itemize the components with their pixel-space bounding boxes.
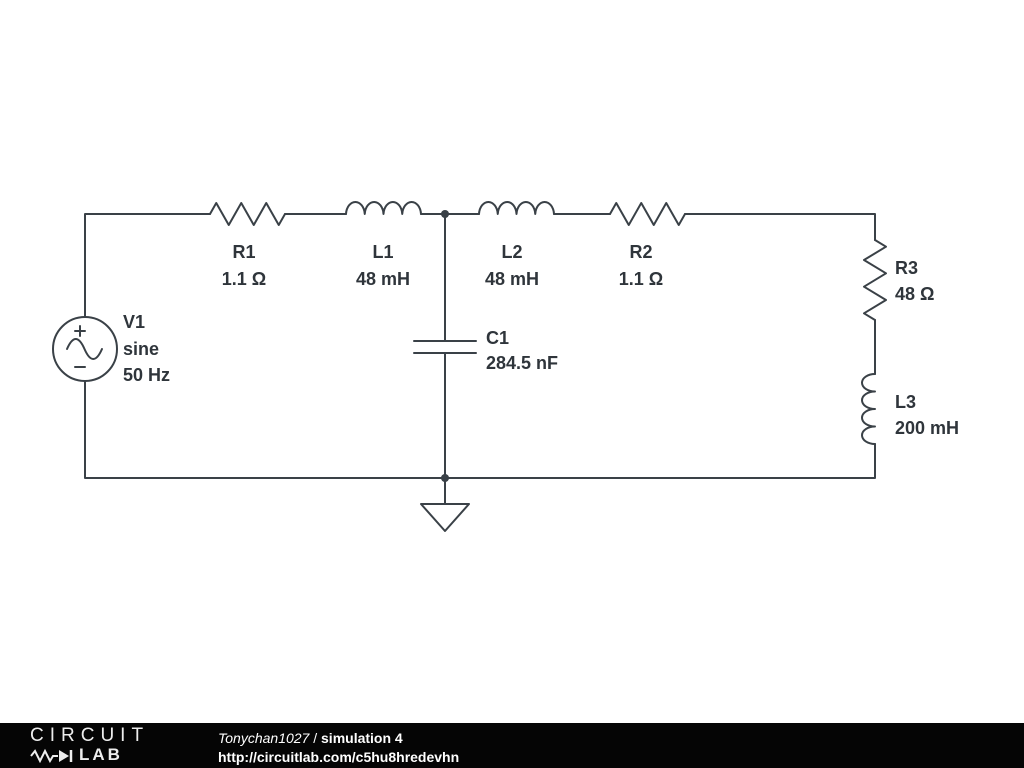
component-r1[interactable] — [209, 202, 286, 226]
label-r3-value: 48 Ω — [895, 284, 934, 304]
component-v1[interactable] — [52, 316, 118, 382]
label-l1-value: 48 mH — [356, 269, 410, 289]
label-c1-value: 284.5 nF — [486, 353, 558, 373]
label-l3-value: 200 mH — [895, 418, 959, 438]
logo-lab-text: LAB — [79, 745, 123, 764]
logo-waveform-icon — [30, 748, 73, 763]
junction-dot-bottom — [441, 474, 449, 482]
label-v1-value: 50 Hz — [123, 365, 170, 385]
junction-dot-top — [441, 210, 449, 218]
footer-bar: CIRCUIT LAB Tonychan1027 / simulation 4 … — [0, 723, 1024, 768]
label-r1-value: 1.1 Ω — [222, 269, 266, 289]
label-r1-ref: R1 — [232, 242, 255, 262]
plus-sign-icon — [74, 325, 86, 337]
author-name[interactable]: Tonychan1027 — [218, 730, 310, 746]
label-l1-ref: L1 — [372, 242, 393, 262]
ground-symbol — [420, 503, 470, 532]
wires — [84, 213, 876, 505]
circuit-schematic: R1 1.1 Ω L1 48 mH L2 48 mH R2 1.1 Ω V1 s… — [52, 201, 959, 532]
sine-wave-icon — [66, 338, 103, 360]
label-c1-ref: C1 — [486, 328, 509, 348]
component-l1[interactable] — [345, 201, 422, 215]
component-r2[interactable] — [609, 202, 686, 226]
simulation-title: simulation 4 — [321, 730, 403, 746]
component-l2[interactable] — [478, 201, 555, 215]
label-l3-ref: L3 — [895, 392, 916, 412]
share-url[interactable]: http://circuitlab.com/c5hu8hredevhn — [218, 749, 460, 765]
byline-separator: / — [309, 730, 322, 746]
label-l2-value: 48 mH — [485, 269, 539, 289]
component-l3[interactable] — [861, 373, 876, 445]
simulation-byline: Tonychan1027 / simulation 4 — [218, 729, 459, 748]
label-r2-value: 1.1 Ω — [619, 269, 663, 289]
logo-circuit-text: CIRCUIT — [30, 725, 150, 746]
label-v1-ref: V1 — [123, 312, 145, 332]
circuitlab-logo: CIRCUIT LAB — [30, 725, 149, 764]
label-r2-ref: R2 — [629, 242, 652, 262]
component-c1[interactable] — [413, 340, 477, 354]
simulation-meta: Tonychan1027 / simulation 4 http://circu… — [218, 729, 459, 767]
label-r3-ref: R3 — [895, 258, 918, 278]
label-v1-type: sine — [123, 339, 159, 359]
component-r3[interactable] — [863, 239, 887, 321]
wire-bottom — [84, 380, 876, 479]
wire-r2-r3 — [684, 213, 876, 241]
wire-top-left — [84, 213, 211, 318]
label-l2-ref: L2 — [501, 242, 522, 262]
